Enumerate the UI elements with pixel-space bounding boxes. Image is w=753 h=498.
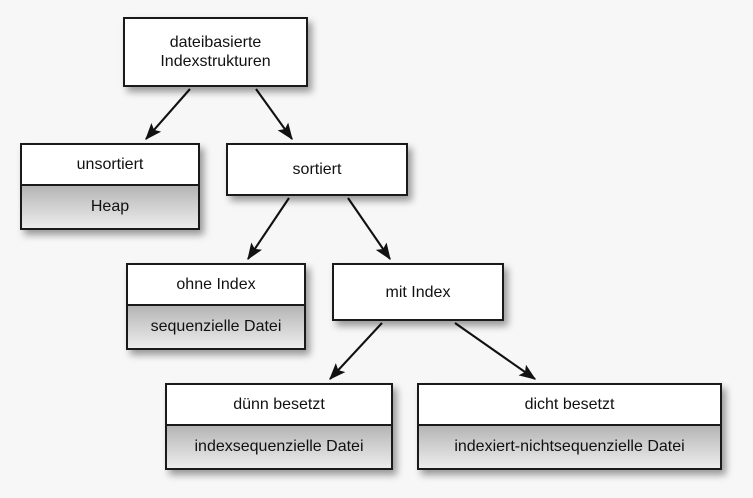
edge-sortiert-to-ohne-index <box>247 197 290 261</box>
node-duenn-besetzt-title: dünn besetzt <box>167 385 391 424</box>
node-unsortiert-title: unsortiert <box>22 145 198 184</box>
node-duenn-besetzt-subtitle: indexsequenzielle Datei <box>167 424 391 468</box>
edge-sortiert-to-mit-index <box>347 197 391 261</box>
node-unsortiert-subtitle: Heap <box>22 184 198 228</box>
node-ohne-index-subtitle: sequenzielle Datei <box>128 304 304 348</box>
node-dicht-besetzt-title: dicht besetzt <box>419 385 720 424</box>
edge-root-to-unsortiert <box>145 88 191 140</box>
edge-mit-index-to-duenn <box>329 322 383 380</box>
edge-root-to-sortiert <box>255 88 293 141</box>
node-ohne-index-title: ohne Index <box>128 265 304 304</box>
node-dicht-besetzt-subtitle: indexiert-nichtsequenzielle Datei <box>419 424 720 468</box>
edge-mit-index-to-dicht <box>454 322 537 380</box>
node-mit-index[interactable]: mit Index <box>332 263 504 321</box>
node-root[interactable]: dateibasierte Indexstrukturen <box>123 17 308 87</box>
node-sortiert-title: sortiert <box>228 145 406 194</box>
node-mit-index-title: mit Index <box>334 265 502 319</box>
node-sortiert[interactable]: sortiert <box>226 143 408 196</box>
node-root-title: dateibasierte Indexstrukturen <box>125 19 306 85</box>
